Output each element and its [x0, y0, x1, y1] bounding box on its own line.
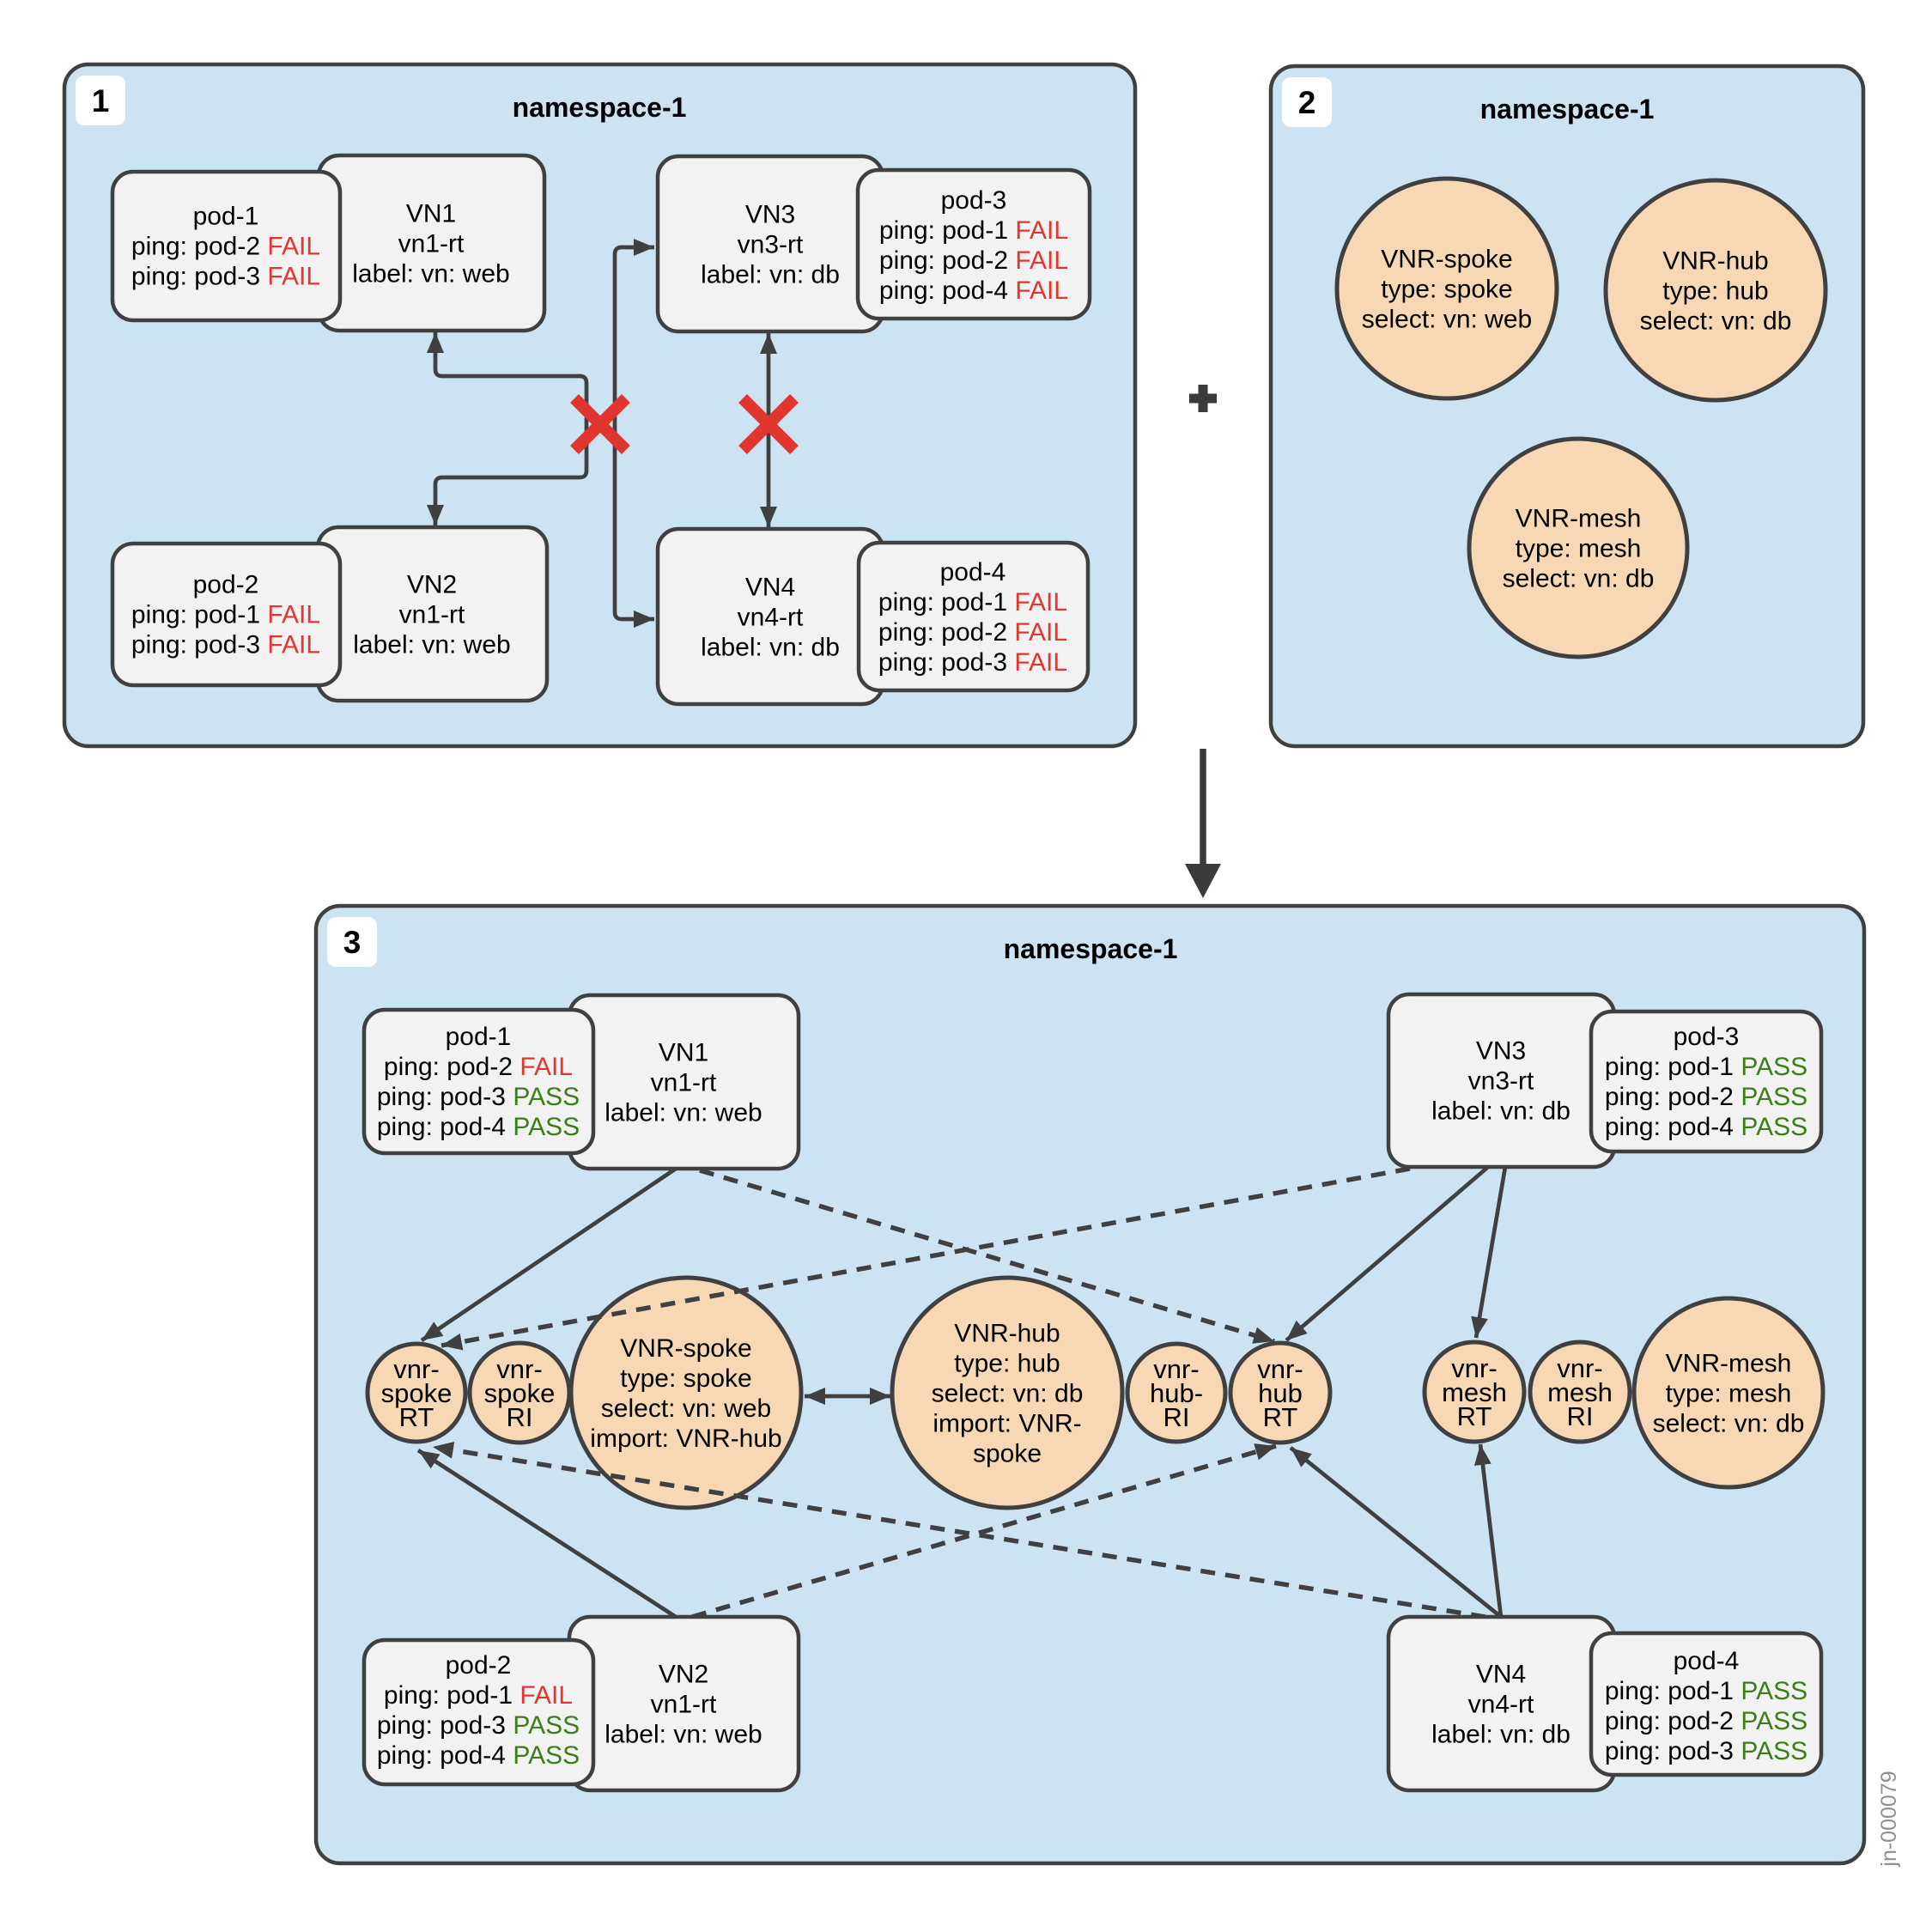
svg-text:3: 3	[343, 925, 361, 960]
svg-text:namespace-1: namespace-1	[1004, 933, 1178, 964]
svg-text:jn-000079: jn-000079	[1877, 1771, 1901, 1867]
svg-text:namespace-1: namespace-1	[513, 92, 687, 123]
svg-text:namespace-1: namespace-1	[1480, 94, 1655, 125]
svg-text:1: 1	[92, 83, 110, 118]
svg-text:2: 2	[1298, 85, 1316, 120]
svg-text:vnr-hub-RI: vnr-hub-RI	[1150, 1354, 1203, 1432]
